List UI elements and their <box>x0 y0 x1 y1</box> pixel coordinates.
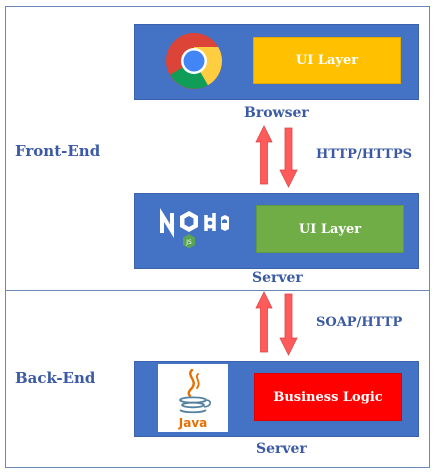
down-arrow-icon <box>279 293 298 356</box>
front-end-label: Front-End <box>15 142 101 160</box>
http-arrows <box>252 124 304 190</box>
java-server-caption: Server <box>256 441 307 457</box>
soap-arrows <box>252 290 304 358</box>
up-arrow-icon <box>255 125 273 185</box>
down-arrow-icon <box>279 127 298 188</box>
browser-caption: Browser <box>244 105 309 121</box>
browser-ui-layer-box: UI Layer <box>253 37 401 84</box>
back-end-label: Back-End <box>15 369 96 387</box>
http-protocol-label: HTTP/HTTPS <box>316 147 413 162</box>
up-arrow-icon <box>255 291 273 353</box>
java-icon: Java <box>158 364 228 432</box>
java-logo-text: Java <box>178 416 207 430</box>
nodejs-icon: JS <box>158 203 230 253</box>
chrome-icon <box>164 31 224 91</box>
node-ui-layer-box: UI Layer <box>256 205 404 253</box>
business-logic-box: Business Logic <box>254 373 402 421</box>
node-server-caption: Server <box>252 270 303 286</box>
soap-protocol-label: SOAP/HTTP <box>316 315 403 330</box>
svg-text:JS: JS <box>185 239 192 246</box>
